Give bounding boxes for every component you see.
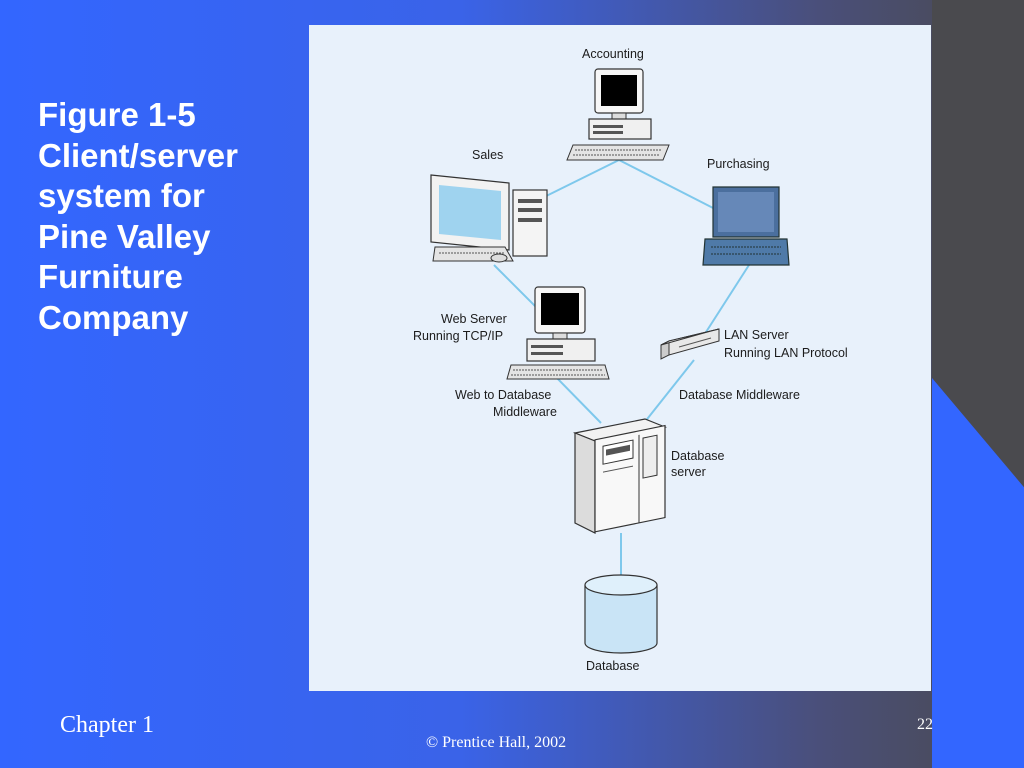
- label-web-server: Web Server: [441, 312, 507, 326]
- database-server-icon: [572, 418, 668, 534]
- label-accounting: Accounting: [582, 47, 644, 61]
- label-db-middleware: Database Middleware: [679, 388, 800, 402]
- sales-computer-icon: [430, 174, 548, 263]
- web-server-computer-icon: [506, 286, 610, 380]
- label-web-server-protocol: Running TCP/IP: [413, 329, 503, 343]
- accounting-computer-icon: [566, 68, 670, 161]
- slide-title: Figure 1-5 Client/server system for Pine…: [38, 96, 238, 336]
- label-lan-server-protocol: Running LAN Protocol: [724, 346, 848, 360]
- diagram-panel: Accounting Sales Purchasing Web Server R…: [309, 25, 931, 691]
- footer-chapter: Chapter 1: [60, 712, 154, 738]
- page-number: 22: [917, 716, 933, 733]
- label-sales: Sales: [472, 148, 503, 162]
- client-server-diagram: Accounting Sales Purchasing Web Server R…: [413, 47, 848, 673]
- label-db-server-2: server: [671, 465, 706, 479]
- link-accounting-purchasing: [618, 159, 718, 211]
- label-db-server-1: Database: [671, 449, 725, 463]
- label-database: Database: [586, 659, 640, 673]
- database-cylinder-icon: [584, 574, 658, 654]
- link-purchasing-lanserver: [698, 264, 750, 344]
- footer-copyright: © Prentice Hall, 2002: [426, 734, 567, 751]
- label-web-db-middleware-2: Middleware: [493, 405, 557, 419]
- purchasing-laptop-icon: [702, 186, 790, 266]
- link-lanserver-dbserver: [643, 359, 695, 424]
- link-webserver-dbserver: [553, 374, 602, 424]
- label-web-db-middleware-1: Web to Database: [455, 388, 551, 402]
- label-purchasing: Purchasing: [707, 157, 770, 171]
- lan-server-device-icon: [660, 328, 720, 360]
- label-lan-server: LAN Server: [724, 328, 789, 342]
